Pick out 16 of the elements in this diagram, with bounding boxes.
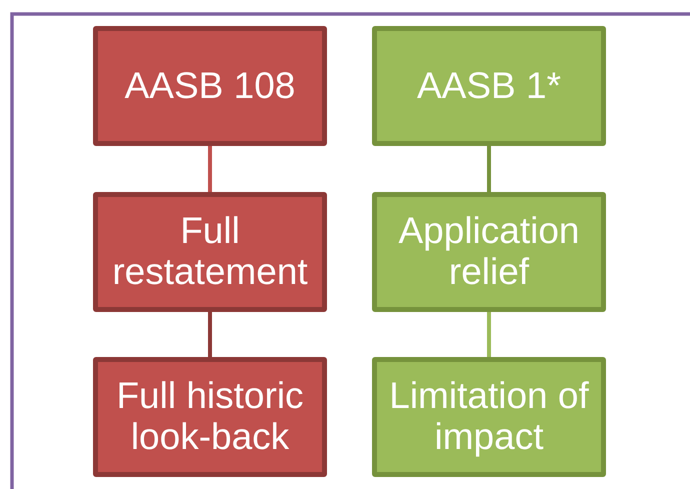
process-box — [93, 192, 327, 312]
box-label: AASB 1* — [417, 66, 561, 106]
connector-line — [487, 312, 491, 357]
box-label: Full historic look-back — [115, 376, 305, 458]
process-box — [372, 192, 606, 312]
connector-line — [208, 312, 212, 357]
process-box — [93, 357, 327, 477]
process-box — [372, 357, 606, 477]
connector-line — [208, 146, 212, 192]
box-label: Application relief — [397, 211, 580, 293]
connector-line — [487, 146, 491, 192]
process-box — [372, 26, 606, 146]
box-label: Limitation of impact — [389, 376, 589, 458]
box-label: AASB 108 — [124, 66, 296, 106]
box-label: Full restatement — [111, 211, 309, 293]
process-box — [93, 26, 327, 146]
